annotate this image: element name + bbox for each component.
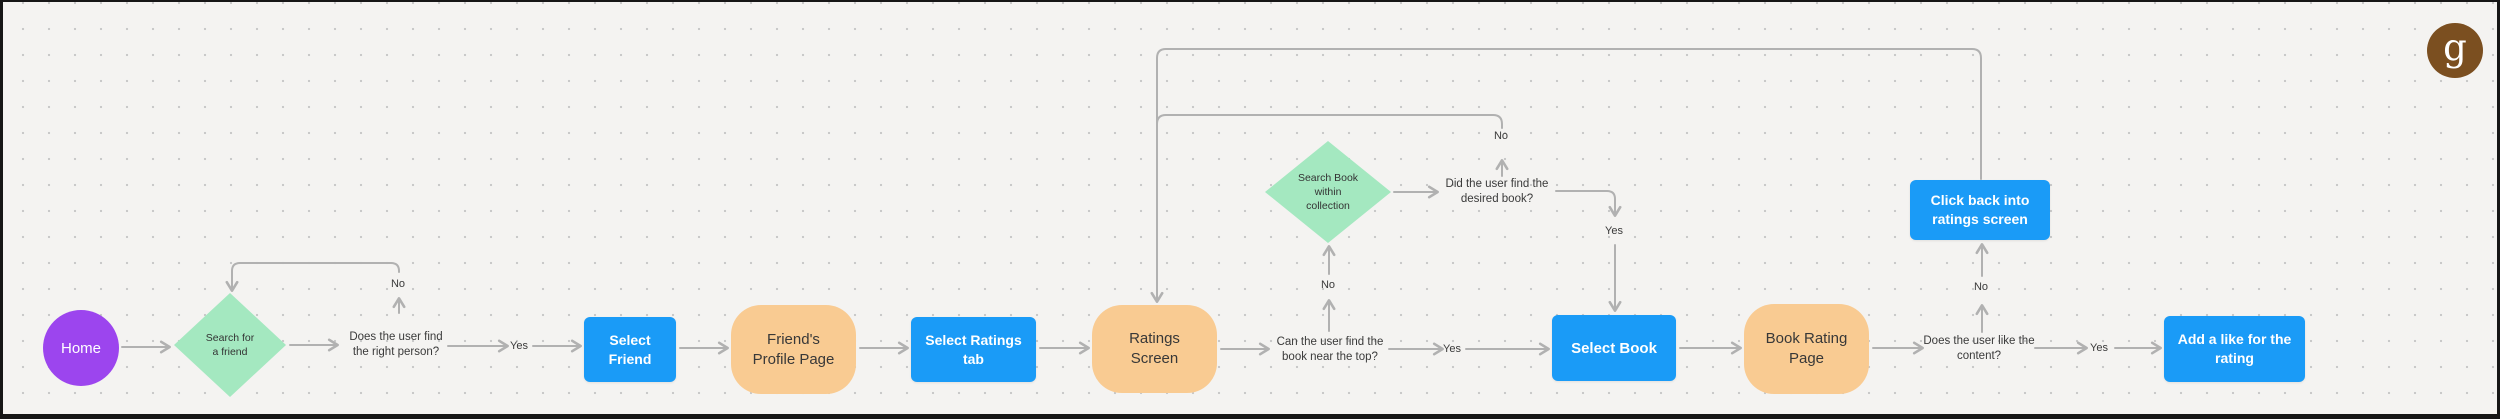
connector-layer: [121, 48, 2162, 356]
node-select-ratings-tab[interactable]: Select Ratings tab: [911, 317, 1036, 382]
node-home[interactable]: Home: [43, 310, 119, 386]
node-friends-profile-page[interactable]: Friend's Profile Page: [731, 305, 856, 394]
label-yes-book-top[interactable]: Yes: [1443, 343, 1461, 355]
label-yes-like-content[interactable]: Yes: [2090, 342, 2108, 354]
label-yes-desired-book[interactable]: Yes: [1605, 225, 1623, 237]
label-no-like-content[interactable]: No: [1973, 281, 1989, 293]
label-no-book-top[interactable]: No: [1320, 279, 1336, 291]
label-yes-find-person[interactable]: Yes: [510, 340, 528, 352]
node-select-book[interactable]: Select Book: [1552, 315, 1676, 381]
question-like-content[interactable]: Does the user like the content?: [1923, 335, 2035, 362]
node-ratings-screen[interactable]: Ratings Screen: [1092, 305, 1217, 393]
edge-click-back-to-ratings-loop: [1150, 48, 1982, 303]
edge-desired-book-yes-down-1: [1555, 190, 1622, 217]
edge-find-person-no-loop: [225, 262, 400, 292]
question-book-near-top[interactable]: Can the user find the book near the top?: [1276, 336, 1384, 363]
goodreads-logo-icon[interactable]: g: [2427, 23, 2483, 78]
node-click-back-ratings[interactable]: Click back into ratings screen: [1910, 180, 2050, 240]
label-no-desired-book[interactable]: No: [1493, 130, 1509, 142]
label-no-find-person[interactable]: No: [390, 278, 406, 290]
edge-desired-book-no-loop: [1156, 114, 1503, 129]
node-book-rating-page[interactable]: Book Rating Page: [1744, 304, 1869, 394]
node-add-like-rating[interactable]: Add a like for the rating: [2164, 316, 2305, 382]
question-find-right-person[interactable]: Does the user find the right person?: [349, 331, 443, 358]
node-select-friend[interactable]: Select Friend: [584, 317, 676, 382]
question-found-desired-book[interactable]: Did the user find the desired book?: [1445, 178, 1549, 205]
